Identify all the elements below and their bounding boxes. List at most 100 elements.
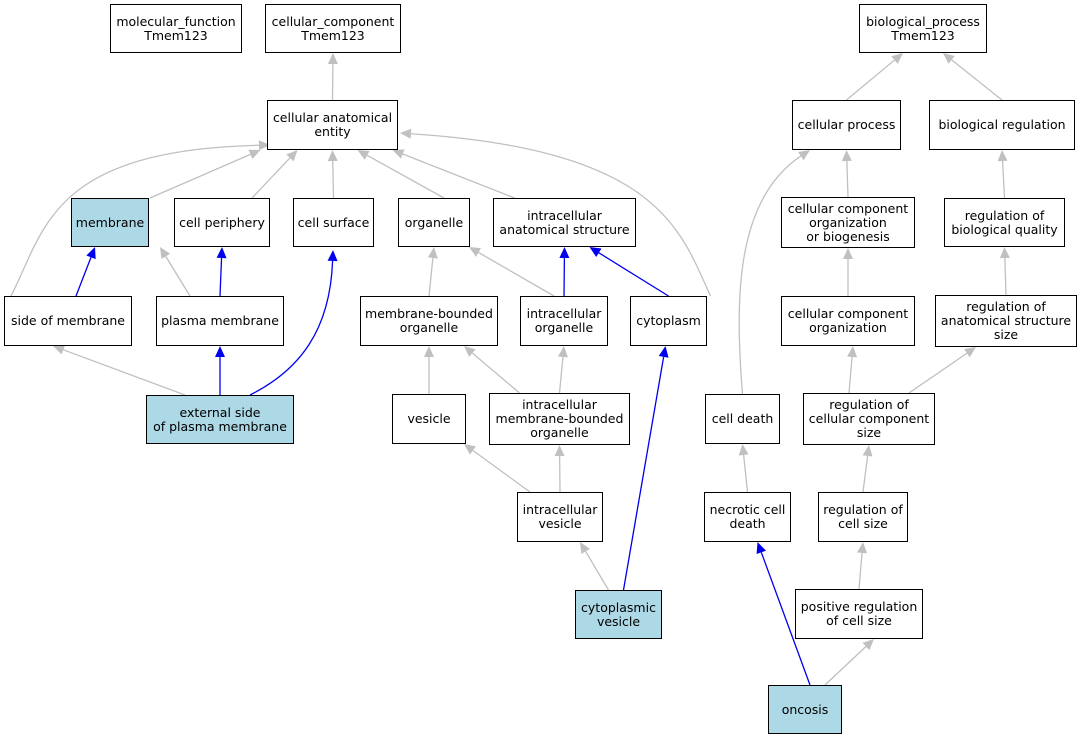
- edge-arrowhead: [589, 247, 602, 258]
- edge-arrowhead: [580, 542, 590, 555]
- node-cytoplasm[interactable]: cytoplasm: [630, 296, 707, 346]
- edge-regulation_of_cc_size-to-cc_organization: [848, 356, 853, 394]
- edge-arrowhead: [658, 346, 669, 358]
- edge-arrowhead: [464, 346, 476, 357]
- edge-arrowhead: [258, 140, 270, 151]
- edge-regulation_of_cc_size-to-regulation_of_anatomical_structure_size: [908, 352, 968, 394]
- node-intracellular-vesicle[interactable]: intracellular vesicle: [517, 492, 603, 542]
- edge-arrowhead: [559, 247, 570, 259]
- node-membrane-bounded-organelle[interactable]: membrane-bounded organelle: [360, 296, 498, 346]
- edge-organelle-to-cellular_anatomical_entity: [366, 154, 445, 199]
- node-external-side-of-plasma-membrane[interactable]: external side of plasma membrane: [146, 395, 294, 444]
- edge-arrowhead: [357, 150, 370, 160]
- edge-intracellular_membrane_bounded_organelle-to-membrane_bounded_organelle: [471, 352, 520, 394]
- node-positive-regulation-of-cell-size[interactable]: positive regulation of cell size: [795, 589, 923, 639]
- edge-arrowhead: [843, 248, 853, 259]
- edge-arrowhead: [427, 247, 438, 259]
- node-regulation-of-anatomical-structure-size[interactable]: regulation of anatomical structure size: [935, 295, 1077, 347]
- node-molecular-function[interactable]: molecular_function Tmem123: [110, 4, 242, 53]
- edge-arrowhead: [554, 445, 565, 457]
- edge-plasma_membrane-to-cell_periphery: [219, 257, 223, 297]
- edge-arrowhead: [997, 150, 1008, 162]
- node-cellular-component-organization[interactable]: cellular component organization: [781, 296, 915, 346]
- edge-external_side_of_plasma_membrane-to-cell_surface: [249, 260, 334, 396]
- edge-arrowhead: [738, 444, 749, 456]
- edge-arrowhead: [862, 639, 874, 651]
- node-side-of-membrane[interactable]: side of membrane: [4, 296, 132, 346]
- edge-plasma_membrane-to-membrane: [165, 256, 191, 297]
- edge-arrowhead: [862, 445, 873, 457]
- edge-intracellular_vesicle-to-vesicle: [472, 449, 531, 493]
- edge-arrowhead: [798, 150, 810, 161]
- edge-intracellular_anatomical_structure-to-cellular_anatomical_entity: [402, 153, 515, 199]
- edge-arrowhead: [964, 347, 976, 358]
- edge-arrowhead: [847, 346, 858, 358]
- node-cellular-component[interactable]: cellular_component Tmem123: [265, 4, 401, 53]
- node-biological-regulation[interactable]: biological regulation: [929, 100, 1075, 150]
- edge-arrowhead: [469, 247, 482, 257]
- node-cell-surface[interactable]: cell surface: [293, 198, 374, 247]
- node-membrane[interactable]: membrane: [71, 198, 149, 247]
- node-intracellular-anatomical-structure[interactable]: intracellular anatomical structure: [493, 198, 636, 247]
- edge-cytoplasm-to-intracellular_anatomical_structure: [598, 252, 669, 297]
- edge-arrowhead: [424, 346, 434, 357]
- node-cellular-anatomical-entity[interactable]: cellular anatomical entity: [267, 100, 398, 150]
- node-cell-death[interactable]: cell death: [705, 394, 780, 444]
- edge-arrowhead: [891, 53, 903, 64]
- edge-arrowhead: [392, 149, 405, 159]
- edge-cytoplasmic_vesicle-to-cytoplasm: [622, 356, 665, 591]
- edge-intracellular_membrane_bounded_organelle-to-intracellular_organelle: [558, 356, 564, 394]
- edge-membrane-to-cellular_anatomical_entity: [149, 153, 251, 199]
- edge-arrowhead: [756, 542, 766, 555]
- node-regulation-of-cell-size[interactable]: regulation of cell size: [818, 492, 908, 542]
- edge-arrowhead: [857, 542, 868, 554]
- edge-oncosis-to-positive_regulation_of_cell_size: [824, 646, 867, 686]
- edge-intracellular_organelle-to-organelle: [478, 251, 555, 297]
- edge-arrowhead: [53, 345, 66, 355]
- edge-arrowhead: [943, 53, 955, 64]
- edge-arrowhead: [215, 346, 225, 357]
- edge-arrowhead: [286, 150, 298, 162]
- edge-regulation_of_biological_quality-to-biological_regulation: [1001, 160, 1006, 199]
- edge-cytoplasm-to-cellular_anatomical_entity: [410, 133, 712, 297]
- edge-arrowhead: [557, 346, 568, 358]
- node-intracellular-membrane-bounded-organelle[interactable]: intracellular membrane-bounded organelle: [489, 393, 630, 445]
- edge-cytoplasmic_vesicle-to-intracellular_vesicle: [585, 551, 610, 591]
- edge-arrowhead: [216, 247, 227, 259]
- edge-cell_periphery-to-cellular_anatomical_entity: [251, 157, 291, 199]
- edge-side_of_membrane-to-membrane: [75, 257, 92, 297]
- edge-necrotic_cell_death-to-cell_death: [742, 454, 749, 493]
- edge-arrowhead: [86, 247, 96, 260]
- node-organelle[interactable]: organelle: [398, 198, 470, 247]
- node-oncosis[interactable]: oncosis: [768, 685, 842, 734]
- edge-arrowhead: [999, 247, 1010, 259]
- node-cellular-component-organization-or-biogenesis[interactable]: cellular component organization or bioge…: [781, 197, 915, 248]
- edge-arrowhead: [327, 250, 338, 262]
- edge-arrowhead: [327, 150, 338, 162]
- edge-arrowhead: [248, 149, 261, 159]
- edge-arrowhead: [841, 150, 852, 162]
- edge-biological_regulation-to-biological_process: [951, 59, 1003, 101]
- node-regulation-of-cellular-component-size[interactable]: regulation of cellular component size: [803, 393, 935, 445]
- edge-positive_regulation_of_cell_size-to-regulation_of_cell_size: [858, 552, 863, 590]
- edge-cell_death-to-cellular_process: [738, 155, 802, 395]
- edge-arrowhead: [400, 128, 412, 139]
- edge-cell_surface-to-cellular_anatomical_entity: [332, 160, 335, 199]
- edge-external_side_of_plasma_membrane-to-side_of_membrane: [63, 349, 186, 396]
- edge-arrowhead: [464, 444, 476, 455]
- node-plasma-membrane[interactable]: plasma membrane: [156, 296, 284, 346]
- edge-arrowhead: [327, 53, 338, 65]
- edge-regulation_of_cell_size-to-regulation_of_cc_size: [862, 455, 869, 493]
- edge-side_of_membrane-to-cellular_anatomical_entity: [10, 144, 260, 297]
- node-cell-periphery[interactable]: cell periphery: [174, 198, 270, 247]
- node-regulation-of-biological-quality[interactable]: regulation of biological quality: [944, 198, 1065, 247]
- node-biological-process[interactable]: biological_process Tmem123: [859, 4, 987, 53]
- node-cytoplasmic-vesicle[interactable]: cytoplasmic vesicle: [575, 590, 662, 639]
- edge-membrane_bounded_organelle-to-organelle: [428, 257, 434, 297]
- node-cellular-process[interactable]: cellular process: [792, 100, 901, 150]
- edge-cellular_process-to-biological_process: [846, 59, 895, 101]
- node-intracellular-organelle[interactable]: intracellular organelle: [520, 296, 608, 346]
- node-vesicle[interactable]: vesicle: [392, 394, 466, 444]
- node-necrotic-cell-death[interactable]: necrotic cell death: [704, 492, 791, 542]
